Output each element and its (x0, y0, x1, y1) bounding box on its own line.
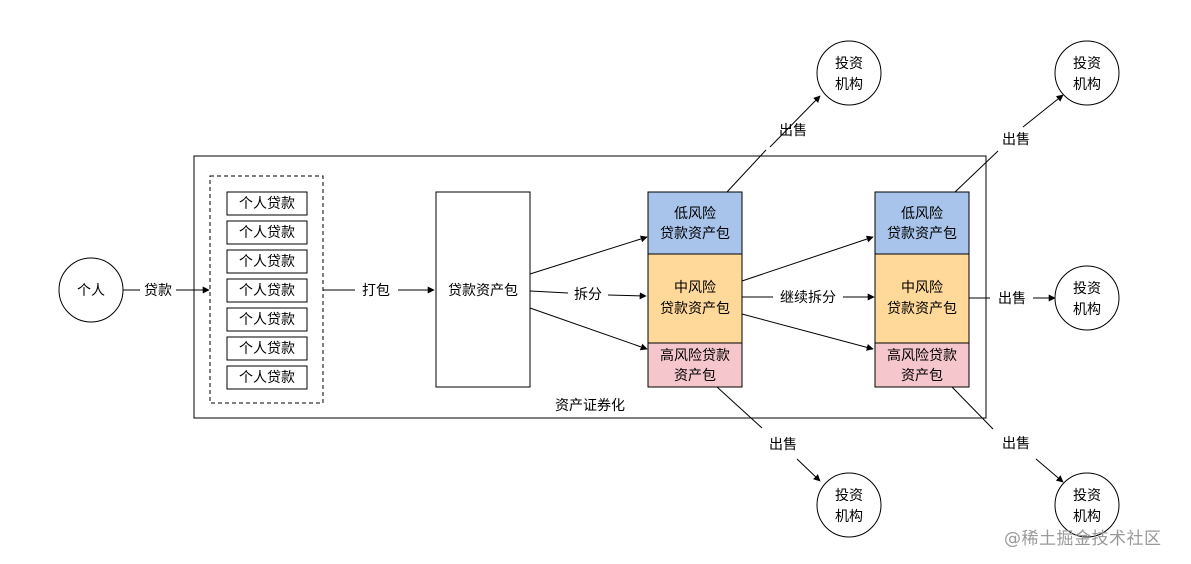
investor-node: 投资 机构 (1054, 265, 1120, 331)
tranche-mid-1-line1: 中风险 (674, 280, 716, 296)
investor-line2: 机构 (835, 509, 863, 525)
edge-pack-to-mid-a (529, 290, 569, 294)
investor-line2: 机构 (835, 77, 863, 93)
tranche-mid-1 (647, 253, 743, 344)
tranche-low-1-line2: 贷款资产包 (660, 226, 730, 242)
loan-items: 个人贷款 个人贷款 个人贷款 个人贷款 个人贷款 个人贷款 个人贷款 (226, 191, 308, 390)
loan-item (226, 365, 308, 390)
tranche-low-1-line1: 低风险 (674, 206, 716, 222)
edge-low2-sell-b (1022, 94, 1064, 128)
person-label: 个人 (77, 283, 105, 299)
edge-pack-to-low (529, 235, 648, 275)
loan-item (226, 220, 308, 245)
investor-line2: 机构 (1073, 77, 1101, 93)
investor-line2: 机构 (1073, 509, 1101, 525)
edge-label-sell: 出售 (998, 291, 1026, 307)
loan-item (226, 249, 308, 274)
edge-label-continue-split: 继续拆分 (780, 289, 836, 306)
edge-pack-to-mid-b (607, 292, 647, 300)
edge-label-sell: 出售 (1002, 436, 1030, 452)
tranche-set-1: 低风险 贷款资产包 中风险 贷款资产包 高风险贷款 资产包 (647, 191, 743, 388)
loan-item-label: 个人贷款 (239, 254, 295, 270)
edge-high2-sell-a (951, 386, 994, 430)
edge-tranche1-to-high2 (741, 313, 874, 351)
tranche-low-1 (647, 191, 743, 255)
loan-item (226, 191, 308, 216)
loan-item-label: 个人贷款 (239, 341, 295, 357)
asset-pack-label: 贷款资产包 (448, 283, 518, 299)
edge-low1-sell-b (769, 95, 821, 148)
tranche-mid-1-line2: 贷款资产包 (660, 301, 730, 317)
edge-label-split: 拆分 (574, 287, 602, 303)
edge-low1-sell-a (726, 149, 767, 193)
loan-item-label: 个人贷款 (239, 370, 295, 386)
edge-low2-sell-a (954, 150, 999, 193)
investor-line2: 机构 (1073, 302, 1101, 318)
investor-line1: 投资 (1073, 281, 1101, 297)
edge-label-sell: 出售 (769, 437, 797, 453)
loan-item (226, 336, 308, 361)
edge-high1-sell-b (796, 458, 821, 482)
loan-item-label: 个人贷款 (239, 283, 295, 299)
tranche-high-1-line1: 高风险贷款 (660, 347, 730, 364)
investor-node: 投资 机构 (816, 40, 882, 106)
investor-node: 投资 机构 (1054, 472, 1120, 538)
loan-item-label: 个人贷款 (239, 196, 295, 212)
investor-line1: 投资 (835, 56, 863, 72)
investor-node: 投资 机构 (816, 472, 882, 538)
edge-high1-sell-a (716, 386, 763, 429)
watermark: @稀土掘金技术社区 (1004, 529, 1162, 549)
investor-node: 投资 机构 (1054, 40, 1120, 106)
loan-item-label: 个人贷款 (239, 312, 295, 328)
tranche-high-1-line2: 资产包 (674, 368, 716, 384)
edge-label-sell: 出售 (1002, 132, 1030, 148)
edge-pack-to-high (529, 307, 648, 351)
investor-line1: 投资 (1073, 488, 1101, 504)
investor-line1: 投资 (1073, 56, 1101, 72)
tranche-high-2-line1: 高风险贷款 (887, 347, 957, 364)
tranche-mid-2-line2: 贷款资产包 (887, 301, 957, 317)
edge-label-pack: 打包 (362, 282, 390, 299)
asset-pack-node (435, 191, 531, 388)
edge-label-loan: 贷款 (144, 283, 172, 299)
edge-label-sell: 出售 (779, 123, 807, 139)
edge-high2-sell-b (1035, 458, 1064, 483)
tranche-high-2 (874, 342, 970, 388)
tranche-mid-2 (874, 253, 970, 344)
securitization-container (193, 155, 987, 419)
tranche-low-2 (874, 191, 970, 255)
investor-line1: 投资 (835, 488, 863, 504)
loan-item-label: 个人贷款 (239, 225, 295, 241)
loan-item (226, 307, 308, 332)
edge-tranche1-to-low2 (741, 235, 874, 282)
tranche-high-2-line2: 资产包 (901, 368, 943, 384)
tranche-low-2-line1: 低风险 (901, 206, 943, 222)
tranche-high-1 (647, 342, 743, 388)
tranche-low-2-line2: 贷款资产包 (887, 226, 957, 242)
loan-item (226, 278, 308, 303)
tranche-mid-2-line1: 中风险 (901, 280, 943, 296)
tranche-set-2: 低风险 贷款资产包 中风险 贷款资产包 高风险贷款 资产包 (874, 191, 970, 388)
container-label: 资产证券化 (555, 398, 625, 414)
